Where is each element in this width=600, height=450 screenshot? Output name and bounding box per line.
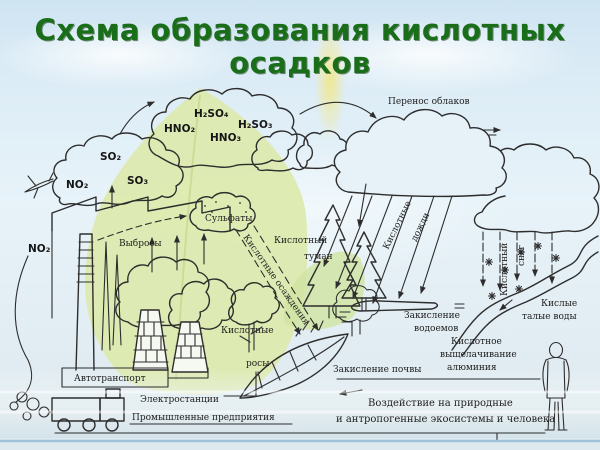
deposition-arrow bbox=[235, 229, 301, 335]
h2so3-label: H₂SO₃ bbox=[238, 119, 273, 131]
sketch-layer bbox=[0, 87, 600, 443]
acid-fog-label-2: туман bbox=[304, 252, 333, 262]
smoke-icon bbox=[115, 256, 237, 332]
emissions-label: Выбросы bbox=[119, 238, 162, 249]
cooling-towers-icon bbox=[132, 309, 209, 373]
cloud-icon-sulfates bbox=[189, 191, 256, 233]
airplane-icon bbox=[24, 172, 54, 199]
sulfate-arrow bbox=[97, 213, 187, 241]
flow-curve-left bbox=[14, 255, 33, 403]
hno3-label: HNO₃ bbox=[210, 132, 242, 144]
snow-arrows bbox=[480, 231, 555, 291]
deposition-arrow bbox=[253, 225, 319, 331]
so3-label: SO₃ bbox=[127, 175, 148, 187]
rise-arrow bbox=[119, 101, 155, 135]
power-plants-label: Электростанции bbox=[140, 395, 219, 405]
title-line-2: осадков bbox=[229, 46, 371, 81]
cloud-icon-rain bbox=[333, 109, 507, 198]
spire-trees-icon bbox=[101, 241, 122, 351]
so2-label: SO₂ bbox=[100, 151, 121, 163]
cloud-icon-acids bbox=[148, 87, 298, 168]
cloud-icon-snow bbox=[473, 143, 600, 234]
hno2-label: HNO₂ bbox=[164, 123, 196, 135]
source-labels-frame bbox=[54, 367, 546, 442]
no2-free-label: NO₂ bbox=[28, 243, 51, 255]
cloud-transport-arrow bbox=[299, 101, 377, 119]
title-line-1: Схема образования кислотных bbox=[34, 13, 566, 47]
acid-melt-label-2: талые воды bbox=[522, 312, 577, 322]
fir-tree-icon bbox=[302, 204, 387, 319]
leaf-icon bbox=[239, 333, 349, 399]
water-acid-label-1: Закисление bbox=[404, 311, 460, 321]
soil-acid-label: Закисление почвы bbox=[333, 365, 421, 375]
fog-arrow bbox=[357, 183, 367, 227]
cloud-icon-left bbox=[52, 132, 184, 207]
alum-label-1: Кислотное bbox=[451, 337, 502, 347]
motor-transport-label: Автотранспорт bbox=[74, 374, 146, 384]
dew-label-1: Кислотные bbox=[221, 326, 274, 336]
lake-icon bbox=[335, 300, 465, 323]
snowflake-icons bbox=[484, 241, 561, 301]
chimney-icon bbox=[75, 233, 95, 371]
page-title: Схема образования кислотных осадков bbox=[0, 13, 600, 81]
water-streaks bbox=[0, 390, 600, 414]
rain-icon bbox=[323, 195, 453, 304]
industry-label: Промышленные предприятия bbox=[132, 413, 275, 423]
factory-icon bbox=[51, 196, 231, 319]
water-acid-label-2: водоемов bbox=[414, 324, 458, 334]
river-icon bbox=[451, 235, 599, 357]
acid-snow-label-1: Кислотный bbox=[500, 243, 510, 296]
acid-fog-label-1: Кислотный bbox=[274, 236, 327, 246]
impact-label-1: Воздействие на природные bbox=[368, 398, 513, 409]
acid-melt-label-1: Кислые bbox=[541, 299, 577, 309]
alum-label-3: алюминия bbox=[447, 363, 497, 373]
tree-icon bbox=[228, 282, 280, 353]
h2so4-label: H₂SO₄ bbox=[194, 108, 229, 120]
dew-label-2: росы bbox=[246, 359, 269, 369]
human-icon bbox=[542, 341, 570, 431]
acid-snow-label-2: снег bbox=[517, 245, 527, 266]
cloud-transport-label: Перенос облаков bbox=[388, 96, 470, 107]
sulfates-label: Сульфаты bbox=[205, 214, 252, 224]
impact-label-2: и антропогенные экосистемы и человека bbox=[336, 414, 555, 425]
alum-label-2: выщелачивание bbox=[440, 350, 517, 360]
no2-cloud-label: NO₂ bbox=[66, 179, 89, 191]
bush-icon bbox=[295, 285, 380, 337]
